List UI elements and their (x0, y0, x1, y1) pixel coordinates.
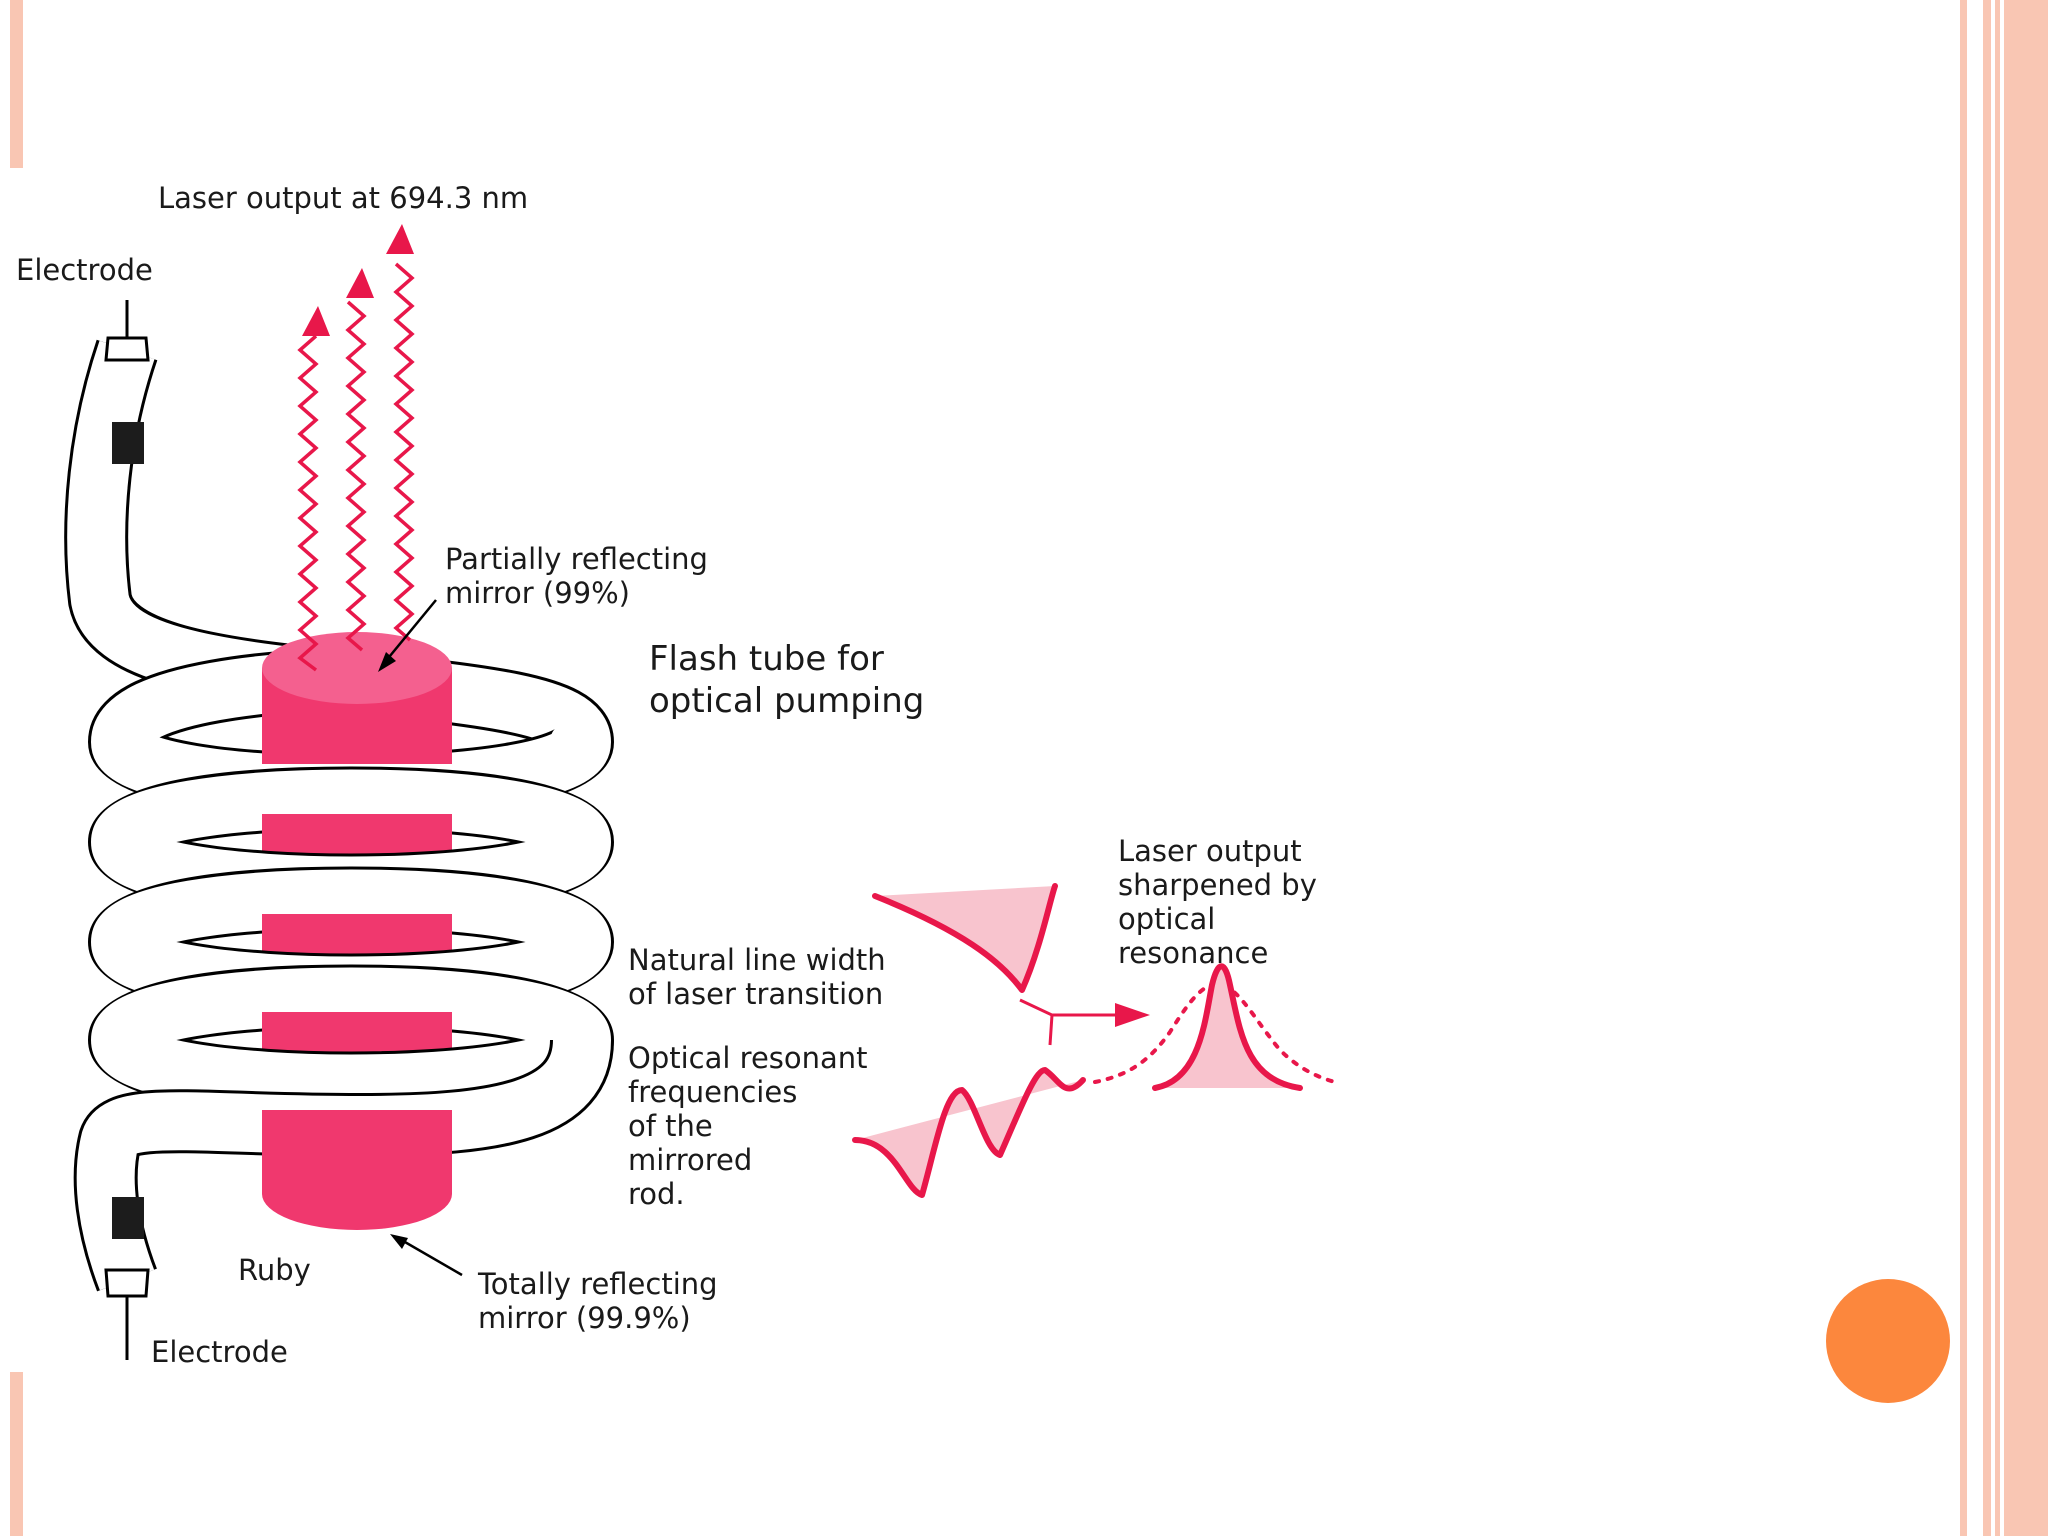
resonant-label-line1: Optical resonant (628, 1041, 868, 1075)
partial-mirror-label-line1: Partially reflecting (445, 542, 708, 576)
electrode-bottom-cap (112, 1197, 144, 1239)
ruby-rod-segment-5 (262, 1110, 452, 1194)
spectrum-curves (852, 883, 1337, 1198)
resonant-label-line5: rod. (628, 1177, 685, 1211)
slide-border-decoration (10, 0, 2048, 1536)
orange-accent-dot (1826, 1279, 1950, 1403)
electrode-top (104, 300, 150, 464)
right-border-strip-2 (1983, 0, 1991, 1536)
ruby-rod-segment-3 (262, 914, 452, 936)
natural-line-label-line2: of laser transition (628, 977, 883, 1011)
resonant-label-line2: frequencies (628, 1075, 797, 1109)
right-border-strip-1 (1960, 0, 1967, 1536)
flash-tube-label-line2: optical pumping (649, 681, 924, 721)
total-mirror-label-line2: mirror (99.9%) (478, 1301, 691, 1335)
laser-output-label: Laser output at 694.3 nm (158, 181, 528, 215)
natural-line-curve (872, 883, 1058, 993)
right-border-strip-4 (2004, 0, 2048, 1536)
electrode-top-label: Electrode (16, 253, 153, 287)
resonant-label-line3: of the (628, 1109, 713, 1143)
flash-tube-coil (64, 339, 614, 1292)
labels: Laser output at 694.3 nm Electrode Parti… (16, 181, 1317, 1369)
electrode-bottom (104, 1197, 150, 1360)
sharpened-label-line1: Laser output (1118, 834, 1302, 868)
resonant-curve (852, 1067, 1086, 1198)
sharpened-label-line4: resonance (1118, 936, 1268, 970)
ruby-rod-segment-2 (262, 814, 452, 836)
ruby-rod-top-mirror (262, 632, 452, 704)
electrode-bottom-label: Electrode (151, 1335, 288, 1369)
total-mirror-label-line1: Totally reflecting (477, 1267, 718, 1301)
sharpened-label-line2: sharpened by (1118, 868, 1317, 902)
ruby-rod-segment-4 (262, 1012, 452, 1034)
sharpened-fill (1155, 966, 1300, 1088)
resonant-label-line4: mirrored (628, 1143, 752, 1177)
leader-arrows (378, 599, 463, 1277)
left-border-strip-top (10, 0, 23, 168)
right-border-strip-3 (1995, 0, 2000, 1536)
left-border-strip-bottom (10, 1372, 23, 1536)
electrode-top-cap (112, 422, 144, 464)
sharpened-label-line3: optical (1118, 902, 1215, 936)
resonant-fill (855, 1070, 1083, 1195)
ruby-label: Ruby (238, 1253, 311, 1287)
flash-tube-label-line1: Flash tube for (649, 639, 884, 679)
laser-output-beams (297, 224, 415, 672)
sharpened-curve (1152, 963, 1303, 1091)
natural-line-label-line1: Natural line width (628, 943, 886, 977)
ruby-rod-front (262, 632, 452, 1194)
partial-mirror-label-line2: mirror (99%) (445, 576, 630, 610)
